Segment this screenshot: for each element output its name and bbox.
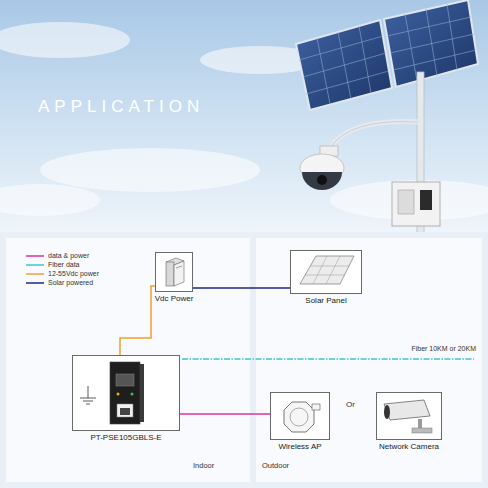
legend-text: 12-55Vdc power [48, 270, 99, 277]
power-supply-icon [166, 258, 184, 286]
legend-text: Fiber data [48, 261, 80, 268]
device-name: Vdc Power [155, 294, 194, 303]
device-box: Network Camera [376, 392, 442, 440]
legend-entry: data & power [26, 251, 89, 260]
outdoor-panel [256, 238, 482, 482]
fiber-line [182, 358, 474, 360]
legend-line [26, 255, 44, 257]
legend-entry: 12-55Vdc power [26, 269, 99, 278]
injector-device-icon [110, 362, 144, 424]
legend-line [26, 282, 44, 284]
device-box: Solar Panel [290, 250, 362, 294]
solar-panel-illustration [296, 0, 478, 110]
solar-panel-icon [300, 256, 354, 284]
device-box: Vdc Power [155, 252, 193, 292]
legend-entry: Fiber data [26, 260, 80, 269]
wireless-ap-icon [284, 402, 320, 432]
legend-text: data & power [48, 252, 89, 259]
cable-connector [180, 413, 270, 415]
legend-line [26, 273, 44, 275]
pole-illustration [300, 72, 440, 234]
device-name: PT-PSE105GBLS-E [90, 433, 161, 442]
legend-line [26, 264, 44, 266]
device-name: Network Camera [379, 442, 439, 451]
annotation-label: Or [346, 400, 355, 409]
annotation-label: Indoor [193, 461, 214, 470]
banner-title: APPLICATION [38, 97, 204, 117]
legend-line-sample [26, 271, 44, 277]
legend-line-sample [26, 280, 44, 286]
device-name: Solar Panel [305, 296, 346, 305]
annotation-label: Fiber 10KM or 20KM [336, 345, 476, 352]
diagram-background [0, 232, 488, 488]
cable-connector [193, 287, 290, 289]
legend-line-sample [26, 262, 44, 268]
device-name: Wireless AP [278, 442, 321, 451]
device-box: PT-PSE105GBLS-E [72, 355, 180, 431]
device-box: Wireless AP [270, 392, 330, 440]
indoor-panel [6, 238, 250, 482]
legend-entry: Solar powered [26, 278, 93, 287]
network-camera-icon [384, 400, 432, 433]
legend-line-sample [26, 253, 44, 259]
annotation-label: Outdoor [262, 461, 289, 470]
ground-symbol [80, 386, 96, 404]
cable-connector [120, 286, 155, 355]
legend-text: Solar powered [48, 279, 93, 286]
